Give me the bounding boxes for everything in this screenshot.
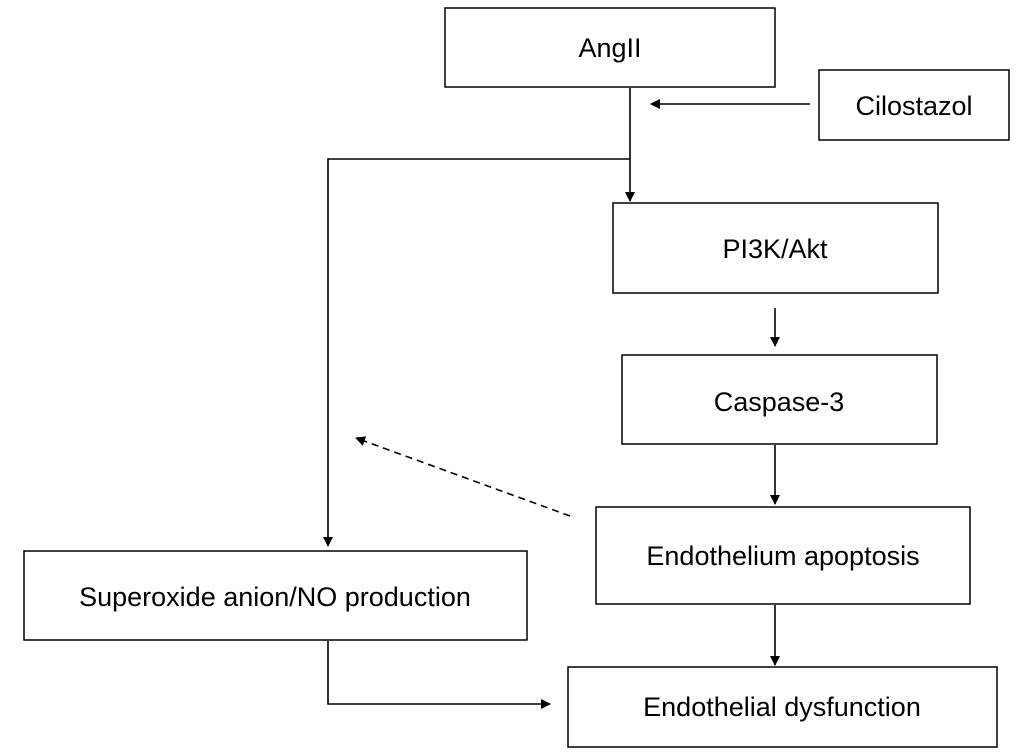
edge-superoxide-no-to-endothelial-dysfunction bbox=[327, 641, 551, 709]
node-pi3k-akt: PI3K/Akt bbox=[612, 202, 939, 294]
node-endothelial-dysfunction-box bbox=[567, 666, 998, 748]
node-endothelium-apoptosis-box bbox=[595, 506, 971, 605]
node-angii-box bbox=[444, 7, 776, 88]
node-endothelium-apoptosis: Endothelium apoptosis bbox=[595, 506, 971, 605]
node-endothelium-apoptosis-label: Endothelium apoptosis bbox=[646, 541, 919, 571]
edges bbox=[323, 88, 810, 709]
node-endothelial-dysfunction: Endothelial dysfunction bbox=[567, 666, 998, 748]
node-superoxide-no-label: Superoxide anion/NO production bbox=[79, 582, 471, 612]
node-superoxide-no: Superoxide anion/NO production bbox=[23, 550, 528, 641]
node-pi3k-akt-box bbox=[612, 202, 939, 294]
node-cilostazol-box bbox=[818, 69, 1010, 141]
node-caspase3-label: Caspase-3 bbox=[714, 387, 845, 417]
node-pi3k-akt-label: PI3K/Akt bbox=[722, 234, 828, 264]
node-caspase3-box bbox=[621, 354, 938, 445]
node-angii-label: AngII bbox=[578, 33, 641, 63]
node-angii: AngII bbox=[444, 7, 776, 88]
node-endothelial-dysfunction-label: Endothelial dysfunction bbox=[643, 692, 921, 722]
edge-dashed-endothelium-apoptosis-to-superoxide-no bbox=[355, 436, 571, 517]
node-caspase3: Caspase-3 bbox=[621, 354, 938, 445]
node-cilostazol: Cilostazol bbox=[818, 69, 1010, 141]
node-superoxide-no-box bbox=[23, 550, 528, 641]
node-cilostazol-label: Cilostazol bbox=[855, 91, 972, 121]
edge-angii-to-superoxide-no bbox=[323, 158, 630, 547]
